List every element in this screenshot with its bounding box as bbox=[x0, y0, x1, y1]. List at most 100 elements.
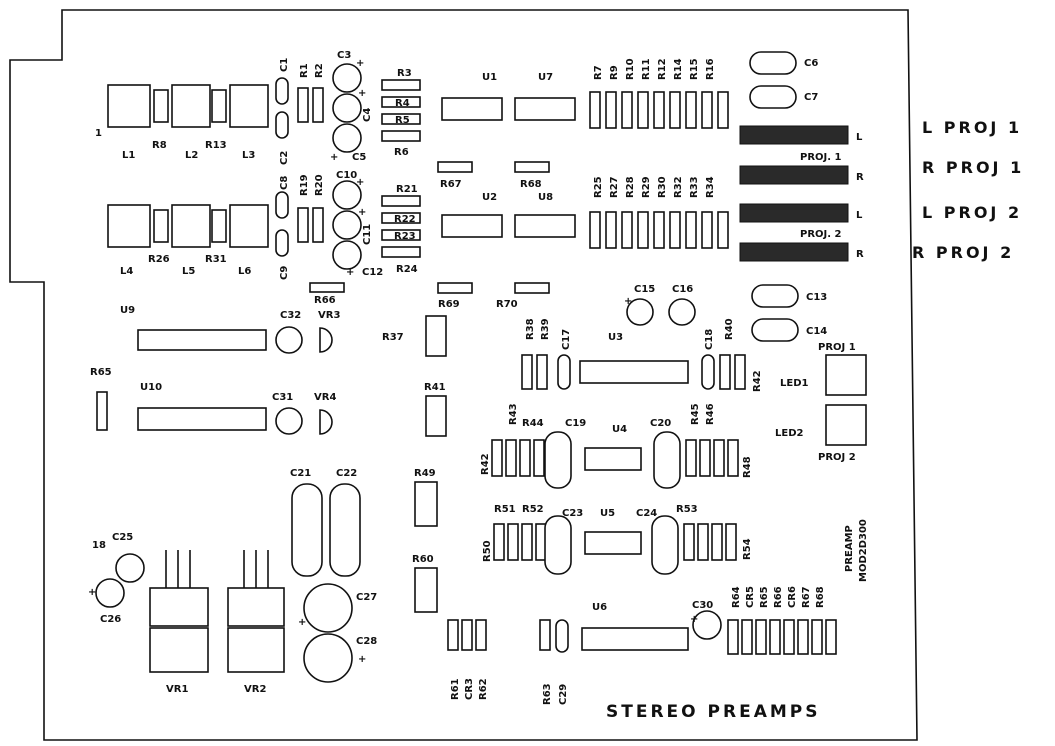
res-R4 bbox=[381, 96, 421, 108]
label-L5: L5 bbox=[182, 266, 195, 277]
res-R39 bbox=[536, 354, 548, 390]
label-R12: R12 bbox=[657, 58, 668, 80]
label-R15: R15 bbox=[689, 58, 700, 80]
res-R3 bbox=[381, 79, 421, 91]
label-R28: R28 bbox=[625, 176, 636, 198]
label-R3: R3 bbox=[397, 68, 412, 79]
label-R2: R2 bbox=[314, 63, 325, 78]
label-U8: U8 bbox=[538, 192, 553, 203]
label-R23: R23 bbox=[394, 231, 416, 242]
label-C6: C6 bbox=[804, 58, 818, 69]
cap-C12 bbox=[332, 240, 362, 270]
cap-C15 bbox=[626, 298, 654, 326]
cap-C4 bbox=[332, 93, 362, 123]
plus-mark: + bbox=[358, 207, 366, 218]
cap-C29 bbox=[555, 619, 569, 653]
label-C9: C9 bbox=[279, 266, 290, 280]
label-VR4: VR4 bbox=[314, 392, 336, 403]
res-R38 bbox=[521, 354, 533, 390]
cap-C26 bbox=[95, 578, 125, 608]
res-R66 bbox=[309, 282, 345, 293]
board-outline bbox=[9, 9, 918, 741]
reg-VR2 bbox=[227, 550, 285, 673]
cap-C9 bbox=[275, 229, 289, 257]
label-R27: R27 bbox=[609, 176, 620, 198]
resistor-bank-bottom-right bbox=[727, 619, 837, 655]
cap-C22 bbox=[329, 483, 361, 577]
label-R20: R20 bbox=[314, 174, 325, 196]
label-C27: C27 bbox=[356, 592, 377, 603]
label-R59: R63 bbox=[542, 683, 553, 705]
res-R68 bbox=[514, 161, 550, 173]
cap-C6 bbox=[749, 51, 797, 75]
side-label-r-proj2: R PROJ 2 bbox=[912, 243, 1014, 262]
label-R5: R5 bbox=[395, 115, 410, 126]
label-C5: C5 bbox=[352, 152, 366, 163]
res-R70 bbox=[514, 282, 550, 294]
board-id-line1: PREAMP bbox=[844, 525, 855, 572]
label-R39: R39 bbox=[540, 318, 551, 340]
cap-C17 bbox=[557, 354, 571, 390]
label-R30: R30 bbox=[657, 176, 668, 198]
led1 bbox=[825, 354, 867, 396]
label-R47: R46 bbox=[705, 403, 716, 425]
resistor-bank-r56 bbox=[447, 619, 487, 651]
label-R34: R34 bbox=[705, 176, 716, 198]
label-R68: R68 bbox=[520, 179, 542, 190]
cap-C5 bbox=[332, 123, 362, 153]
label-L2: L2 bbox=[185, 150, 198, 161]
label-R55: R60 bbox=[412, 554, 434, 565]
label-R4: R4 bbox=[395, 98, 410, 109]
label-R25: R25 bbox=[593, 176, 604, 198]
label-VR2: VR2 bbox=[244, 684, 266, 695]
res-R6 bbox=[381, 130, 421, 142]
plus-mark: + bbox=[358, 88, 366, 99]
label-CR5: CR5 bbox=[745, 586, 756, 608]
cap-C14 bbox=[751, 318, 799, 342]
ic-U4 bbox=[584, 447, 642, 471]
cap-C28 bbox=[303, 633, 353, 683]
reg-VR3 bbox=[319, 327, 333, 353]
label-R37: R37 bbox=[382, 332, 404, 343]
label-C21: C21 bbox=[290, 468, 311, 479]
board-title: STEREO PREAMPS bbox=[606, 702, 820, 722]
label-R66: R66 bbox=[314, 295, 336, 306]
plus-mark: + bbox=[356, 177, 364, 188]
res-R59 bbox=[539, 619, 551, 651]
res-R5 bbox=[381, 113, 421, 125]
cap-C8 bbox=[275, 191, 289, 219]
connector-proj1-left bbox=[739, 125, 849, 145]
label-R26: R26 bbox=[148, 254, 170, 265]
cap-C30 bbox=[692, 610, 722, 640]
cap-C2 bbox=[275, 111, 289, 139]
res-R2 bbox=[312, 87, 324, 123]
cap-C11 bbox=[332, 210, 362, 240]
ic-U6 bbox=[581, 627, 689, 651]
res-R37 bbox=[425, 315, 447, 357]
res-R65 bbox=[96, 391, 108, 431]
label-C3: C3 bbox=[337, 50, 351, 61]
label-R62: R66 bbox=[773, 586, 784, 608]
ic-U10 bbox=[137, 407, 267, 431]
label-R42: R41 bbox=[424, 382, 446, 393]
cap-C20 bbox=[653, 431, 681, 489]
label-C18: C18 bbox=[704, 329, 715, 350]
label-C8: C8 bbox=[279, 176, 290, 190]
side-label-l-proj1: L PROJ 1 bbox=[922, 118, 1022, 137]
label-C29: C29 bbox=[558, 684, 569, 705]
pin18-mark: 18 bbox=[92, 540, 106, 551]
label-R48: R48 bbox=[742, 456, 753, 478]
label-C4: C4 bbox=[362, 108, 373, 122]
res-R19 bbox=[297, 207, 309, 243]
inductor-group-bottom bbox=[107, 204, 269, 248]
connector-proj1-right bbox=[739, 165, 849, 185]
label-C26: C26 bbox=[100, 614, 121, 625]
plus-mark: + bbox=[690, 614, 698, 625]
resistor-bank-u4-right bbox=[685, 439, 739, 477]
label-U5: U5 bbox=[600, 508, 615, 519]
label-R9: R9 bbox=[609, 65, 620, 80]
label-C20: C20 bbox=[650, 418, 671, 429]
res-R55 bbox=[414, 567, 438, 613]
label-R32: R32 bbox=[673, 176, 684, 198]
label-R60: R64 bbox=[731, 586, 742, 608]
